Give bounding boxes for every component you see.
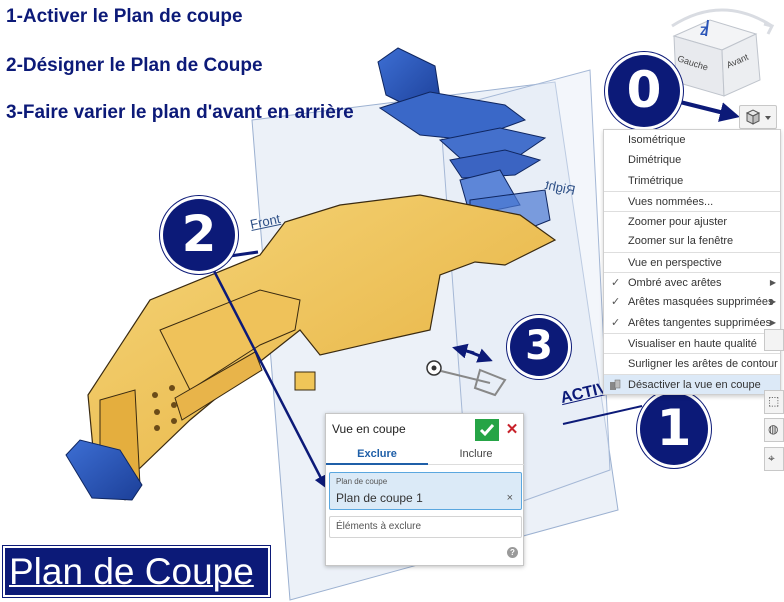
side-tool-4[interactable]: ⌖ — [764, 447, 784, 471]
view-cube[interactable]: Z Gauche Avant — [664, 6, 780, 102]
menu-item-isometric[interactable]: Isométrique — [628, 134, 686, 146]
instruction-step-2: 2-Désigner le Plan de Coupe — [6, 55, 263, 76]
instruction-step-3: 3-Faire varier le plan d'avant en arrièr… — [6, 102, 354, 123]
page-title: Plan de Coupe — [2, 545, 271, 598]
section-plane-field[interactable]: Plan de coupe Plan de coupe 1 × — [329, 472, 522, 510]
menu-item-tangent-edges[interactable]: ✓ Arêtes tangentes supprimées ▶ — [604, 313, 780, 333]
submenu-arrow-icon: ▶ — [769, 317, 776, 327]
checkmark-icon — [479, 424, 495, 437]
menu-item-zoom-to-fit[interactable]: Zoomer pour ajuster — [604, 211, 780, 231]
menu-item-perspective[interactable]: Vue en perspective — [604, 251, 780, 272]
plane-manipulator[interactable] — [426, 360, 507, 397]
side-tool-1[interactable] — [764, 329, 784, 351]
badge-3: 3 — [510, 318, 568, 376]
yellow-part[interactable] — [87, 194, 557, 501]
menu-item-disable-section-view[interactable]: Désactiver la vue en coupe — [604, 373, 780, 394]
checkmark-icon: ✓ — [611, 277, 621, 290]
submenu-arrow-icon: ▶ — [769, 278, 776, 288]
arrow-badge-2-front — [229, 250, 259, 258]
clear-icon[interactable]: × — [506, 492, 513, 504]
menu-item-shaded-edges[interactable]: ✓ Ombré avec arêtes ▶ — [604, 272, 780, 292]
checkmark-icon: ✓ — [611, 296, 621, 309]
view-options-menu: Isométrique Dimétrique Trimétrique Vues … — [603, 129, 781, 395]
arrow-badge-2-field — [210, 266, 327, 489]
section-tool-icon: ⬚ — [768, 394, 780, 408]
confirm-button[interactable] — [475, 419, 499, 441]
camera-icon: ◍ — [768, 422, 779, 436]
close-button[interactable]: ✕ — [503, 419, 521, 441]
measure-icon: ⌖ — [768, 451, 775, 465]
tab-include[interactable]: Inclure — [428, 443, 524, 465]
menu-item-named-views[interactable]: Vues nommées... — [604, 190, 780, 211]
menu-item-trimetric[interactable]: Trimétrique — [628, 174, 684, 187]
activer-underline — [562, 405, 643, 425]
section-plane-label: Plan de coupe — [336, 477, 388, 486]
arrow-badge-3-right — [469, 348, 493, 363]
help-icon[interactable]: ? — [507, 547, 518, 558]
menu-item-high-quality[interactable]: Visualiser en haute qualité — [604, 332, 780, 353]
menu-item-hidden-edges[interactable]: ✓ Arêtes masquées supprimées ▶ — [604, 292, 780, 312]
side-tool-3[interactable]: ◍ — [764, 418, 784, 442]
side-tool-2[interactable]: ⬚ — [764, 390, 784, 414]
section-view-icon — [610, 379, 621, 390]
menu-item-dimetric[interactable]: Dimétrique — [628, 154, 682, 167]
badge-1: 1 — [640, 393, 708, 465]
menu-item-zoom-window[interactable]: Zoomer sur la fenêtre — [628, 235, 734, 248]
section-view-panel: Vue en coupe ✕ Exclure Inclure Plan de c… — [325, 413, 524, 566]
instruction-step-1: 1-Activer le Plan de coupe — [6, 6, 243, 27]
badge-0: 0 — [608, 55, 680, 127]
exclude-elements-field[interactable]: Éléments à exclure — [329, 516, 522, 538]
checkmark-icon: ✓ — [611, 316, 621, 329]
view-options-button[interactable] — [739, 105, 777, 129]
close-icon: ✕ — [505, 421, 519, 438]
view-cube-z-label: Z — [700, 24, 708, 38]
section-plane-value: Plan de coupe 1 — [336, 491, 423, 505]
badge-2: 2 — [163, 199, 235, 271]
arrow-badge-0 — [671, 98, 740, 122]
blue-clip[interactable] — [65, 439, 143, 501]
menu-item-highlight-contour[interactable]: Surligner les arêtes de contour — [604, 353, 780, 373]
submenu-arrow-icon: ▶ — [769, 297, 776, 307]
tab-exclude[interactable]: Exclure — [326, 443, 428, 465]
cube-icon — [745, 109, 761, 125]
panel-title: Vue en coupe — [332, 422, 406, 436]
chevron-down-icon — [765, 116, 771, 120]
